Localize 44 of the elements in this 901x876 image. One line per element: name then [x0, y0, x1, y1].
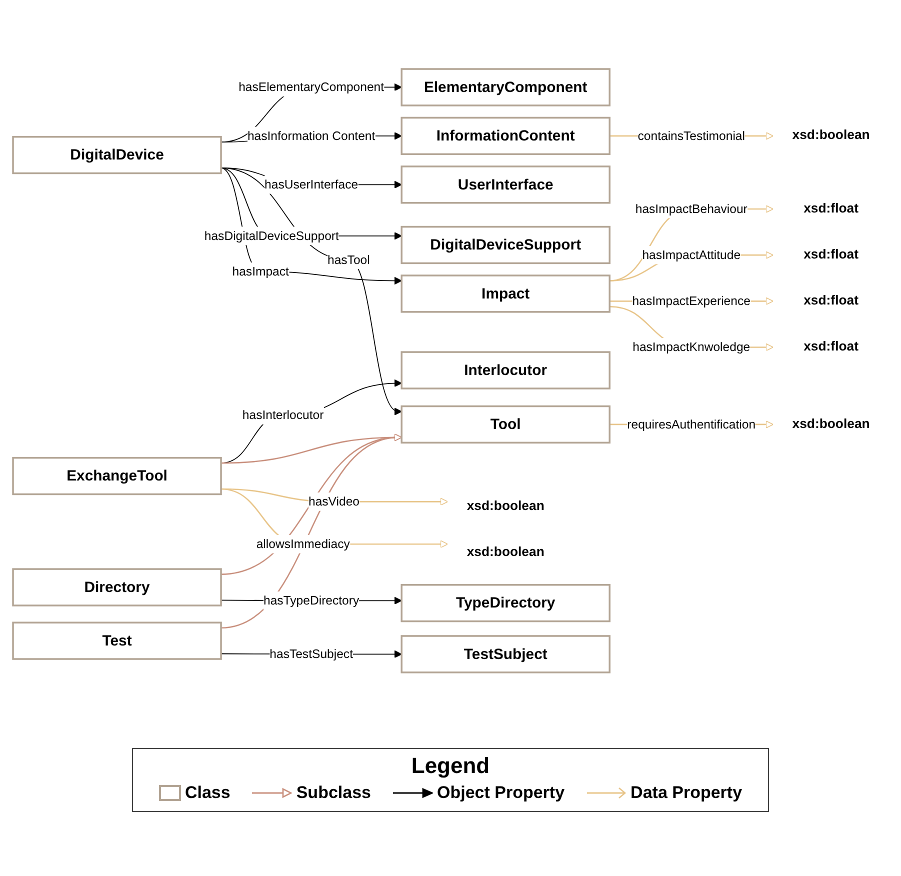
legend-label: Data Property	[630, 783, 742, 803]
edge-label: containsTestimonial	[637, 128, 744, 143]
node-box: UserInterface	[400, 166, 610, 204]
legend-title: Legend	[411, 753, 490, 779]
edge-label: hasTestSubject	[269, 647, 352, 662]
edge-label: hasImpact	[232, 264, 288, 278]
edge-label: hasInterlocutor	[242, 408, 324, 422]
node-box: Test	[12, 622, 222, 660]
edge-label: hasImpactKnwoledge	[632, 340, 750, 354]
node-text: xsd:boolean	[466, 498, 544, 514]
node-box: Tool	[400, 406, 610, 444]
legend-label: Class	[184, 783, 230, 803]
edge-label: allowsImmediacy	[256, 536, 350, 551]
legend-label: Object Property	[437, 783, 565, 803]
node-box: TestSubject	[400, 635, 610, 674]
node-box: Impact	[400, 274, 610, 314]
edge-label: hasUserInterface	[264, 177, 358, 192]
node-box: DigitalDevice	[12, 136, 222, 174]
edge-label: hasTool	[327, 252, 370, 267]
node-box: Directory	[12, 568, 222, 607]
node-text: xsd:float	[803, 339, 858, 354]
edge-label: hasInformation Content	[246, 128, 375, 143]
node-text: xsd:float	[803, 201, 858, 216]
node-box: InformationContent	[400, 117, 610, 156]
legend-label: Subclass	[296, 783, 371, 803]
node-box: TypeDirectory	[400, 584, 610, 622]
node-box: ElementaryComponent	[400, 68, 610, 107]
node-text: xsd:float	[803, 247, 858, 262]
node-text: xsd:float	[803, 293, 858, 308]
node-box: Interlocutor	[400, 351, 610, 390]
edge-label: requiresAuthentification	[626, 417, 756, 432]
edge-label: hasTypeDirectory	[263, 593, 359, 608]
node-box: DigitalDeviceSupport	[400, 226, 610, 264]
node-text: xsd:boolean	[466, 544, 544, 560]
edge-label: hasImpactExperience	[632, 294, 750, 308]
node-box: ExchangeTool	[12, 457, 222, 496]
node-text: xsd:boolean	[792, 416, 870, 432]
edge-label: hasVideo	[308, 494, 360, 509]
edge-label: hasElementaryComponent	[238, 80, 384, 94]
edge-label: hasDigitalDeviceSupport	[204, 228, 338, 243]
edge-label: hasImpactAttitude	[642, 248, 740, 262]
arrow	[220, 380, 402, 464]
node-text: xsd:boolean	[792, 128, 870, 144]
edge-label: hasImpactBehaviour	[634, 202, 747, 216]
